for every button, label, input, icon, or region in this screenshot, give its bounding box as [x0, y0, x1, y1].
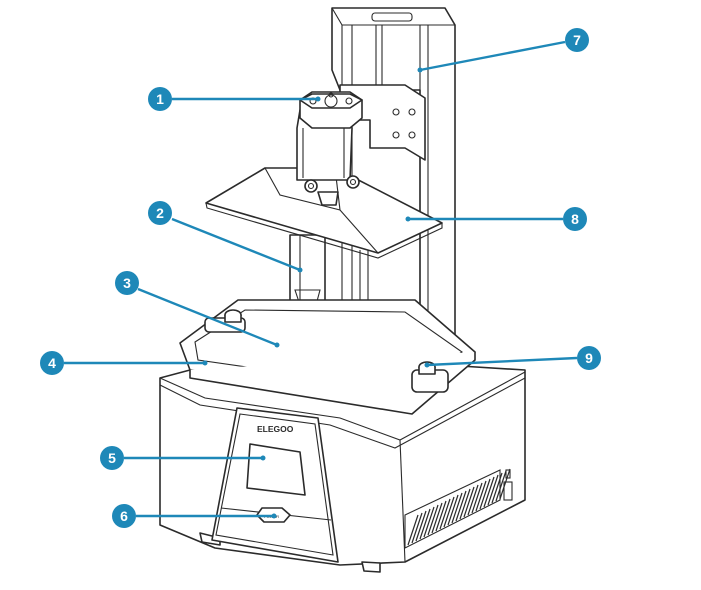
callout-2: 2 [148, 201, 303, 273]
vent-slot [459, 488, 471, 520]
vent-slot [415, 510, 427, 542]
vent-slot [499, 468, 511, 500]
brand-logo: ELEGOO [257, 424, 294, 434]
callout-5-number: 5 [108, 450, 116, 466]
vent-slot [447, 494, 459, 526]
callout-7: 7 [417, 28, 589, 73]
vent-slot [443, 496, 455, 528]
vent-slot [427, 504, 439, 536]
callout-8: 8 [405, 207, 587, 231]
vent-slot [431, 502, 443, 534]
vent-slot [423, 506, 435, 538]
vent-slot [463, 486, 475, 518]
callout-9-number: 9 [585, 350, 593, 366]
vent-slot [455, 490, 467, 522]
callout-4: 4 [40, 351, 208, 375]
vent-slot [471, 482, 483, 514]
callout-3-number: 3 [123, 275, 131, 291]
callout-6: 6 [112, 504, 277, 528]
callout-5: 5 [100, 446, 266, 470]
vent-slot [495, 470, 507, 502]
callout-8-number: 8 [571, 211, 579, 227]
callout-2-number: 2 [156, 205, 164, 221]
vent-slot [487, 474, 499, 506]
callout-1-number: 1 [156, 91, 164, 107]
vent-slot [475, 480, 487, 512]
side-vent [404, 468, 511, 549]
build-plate-assembly [205, 84, 443, 306]
vent-slot [491, 472, 503, 504]
vent-slot [439, 498, 451, 530]
callout-7-number: 7 [573, 32, 581, 48]
vent-slot [479, 478, 491, 510]
callout-4-number: 4 [48, 355, 56, 371]
callout-9: 9 [424, 346, 601, 370]
vent-slot [411, 512, 423, 544]
callout-6-number: 6 [120, 508, 128, 524]
vent-slot [407, 514, 419, 546]
vent-slot [435, 500, 447, 532]
callout-3: 3 [115, 271, 280, 348]
callout-1: 1 [148, 87, 321, 111]
vent-slot [419, 508, 431, 540]
vat-screw-right [411, 361, 449, 393]
vent-slot [483, 476, 495, 508]
vent-slot [451, 492, 463, 524]
vent-slot [467, 484, 479, 516]
